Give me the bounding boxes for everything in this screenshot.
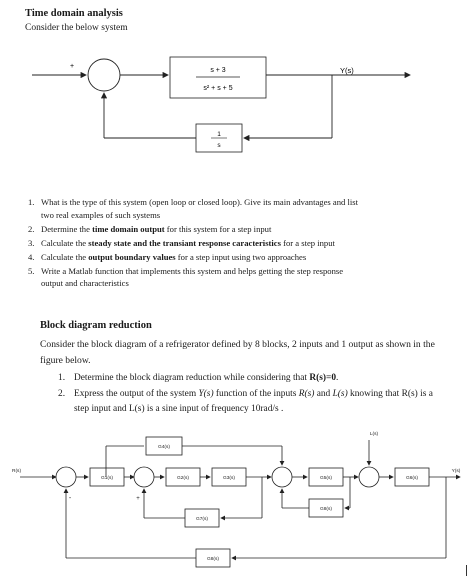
reduction-item: 2. Express the output of the system Y(s)… xyxy=(58,388,433,415)
plus-sign: + xyxy=(70,63,74,70)
question-item: 1. What is the type of this system (open… xyxy=(28,197,358,220)
section1-title: Time domain analysis xyxy=(25,8,123,19)
summing-junction-4 xyxy=(358,466,380,488)
plus-sign-2: + xyxy=(136,496,140,502)
question-item: 5. Write a Matlab function that implemen… xyxy=(28,265,344,289)
block-g8-mid-label: G8(s) xyxy=(320,506,332,512)
summing-junction xyxy=(87,58,121,92)
input-l-label: L(s) xyxy=(370,431,379,437)
refrigerator-block-diagram: R(s) L(s) Y(s) G1(s) G2(s) G3(s) G4(s) G… xyxy=(12,431,461,568)
block-g3-label: G3(s) xyxy=(223,475,235,481)
block-g7-label: G7(s) xyxy=(196,516,208,522)
section1-subtitle: Consider the below system xyxy=(25,23,128,33)
reduction-item: 1. Determine the block diagram reduction… xyxy=(58,373,339,383)
block-g4-label: G4(s) xyxy=(158,444,170,450)
question-item: 4. Calculate the output boundary values … xyxy=(28,251,307,262)
questions-list: 1. What is the type of this system (open… xyxy=(28,196,448,291)
section2-title: Block diagram reduction xyxy=(40,320,152,331)
output-label: Y(s) xyxy=(340,66,354,75)
text-cursor xyxy=(466,565,467,576)
minus-sign: - xyxy=(69,495,72,502)
forward-transfer-block xyxy=(169,56,267,99)
question-item: 2. Determine the time domain output for … xyxy=(28,223,272,234)
forward-numerator: s + 3 xyxy=(210,67,225,74)
block-g5-label: G5(s) xyxy=(320,475,332,481)
feedback-numerator: 1 xyxy=(217,131,221,138)
feedback-denominator: s xyxy=(217,142,221,149)
summing-junction-3 xyxy=(271,466,293,488)
summing-junction-1 xyxy=(55,466,77,488)
section2-paragraph: Consider the block diagram of a refriger… xyxy=(40,339,435,366)
block-g6-label: G6(s) xyxy=(406,475,418,481)
reduction-items: 1. Determine the block diagram reduction… xyxy=(58,371,450,418)
question-item: 3. Calculate the steady state and the tr… xyxy=(28,237,335,248)
block-g1-label: G1(s) xyxy=(101,475,113,481)
input-r-label: R(s) xyxy=(12,468,21,474)
feedback-system-diagram: + s + 3 s² + s + 5 Y(s) 1 s xyxy=(32,56,411,153)
output-y-label: Y(s) xyxy=(452,468,461,474)
summing-junction-2 xyxy=(133,466,155,488)
block-g2-label: G2(s) xyxy=(177,475,189,481)
block-g8-label: G8(s) xyxy=(207,556,219,562)
forward-denominator: s² + s + 5 xyxy=(203,85,232,92)
